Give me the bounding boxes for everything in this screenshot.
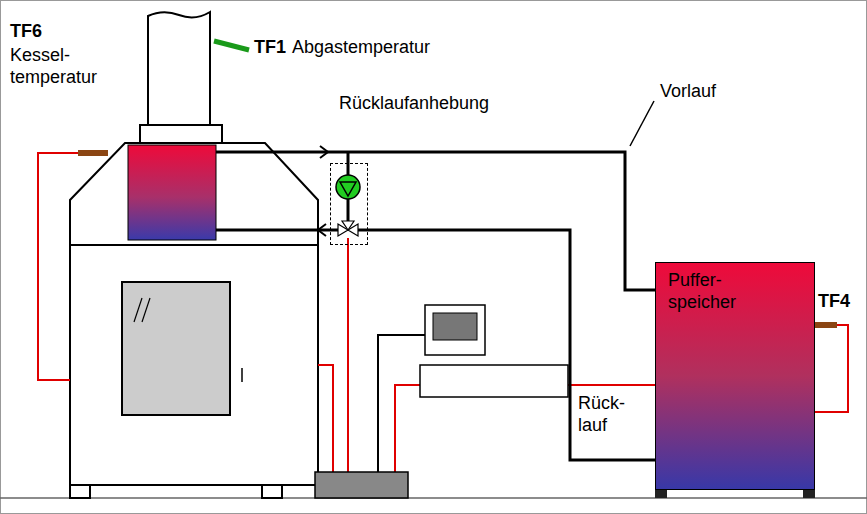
return-arrow: [318, 224, 326, 236]
boiler-foot: [262, 485, 282, 498]
pump-symbol: [336, 175, 360, 199]
boiler-foot: [70, 485, 90, 498]
glass-mark: [134, 298, 142, 322]
sensor-tf1: [214, 41, 249, 50]
control-wire: [347, 238, 349, 472]
sensor-name: TF4: [818, 290, 850, 312]
flow-pipe: [216, 152, 655, 290]
pipe-connector: [368, 230, 655, 460]
chimney-base: [140, 125, 222, 143]
return-pipe: [358, 229, 368, 232]
sensor-description: Abgastemperatur: [292, 36, 430, 58]
room-unit: [420, 365, 568, 397]
sensor-description: Kessel- temperatur: [10, 44, 97, 88]
boiler-body: [70, 245, 318, 485]
node-text: Puffer- speicher: [656, 263, 748, 319]
display-panel: [425, 305, 485, 355]
heat-exchanger: [128, 145, 216, 240]
sensor-name: TF1: [254, 36, 286, 58]
chimney: [148, 12, 210, 125]
node-text: Rücklaufanhebung: [339, 92, 489, 114]
pump-triangle: [340, 182, 356, 196]
controller-box: [315, 472, 408, 498]
flow-arrow: [320, 146, 328, 158]
tank-foot: [803, 490, 815, 498]
valve-symbol: [342, 221, 354, 230]
boiler-door: [122, 282, 230, 415]
sensor-wire: [38, 153, 78, 380]
pipe-label: Vorlauf: [660, 80, 716, 102]
sensor-name: TF6: [10, 20, 42, 42]
sensor-wire: [815, 325, 848, 412]
buffer-tank: Puffer- speicher: [655, 262, 815, 490]
pipe-label: Rück- lauf: [576, 392, 627, 436]
display-screen: [433, 313, 477, 340]
display-wire: [378, 335, 425, 472]
floor-line: [0, 497, 867, 499]
bypass-pipe: [347, 199, 350, 222]
door-handle: [241, 368, 243, 382]
dashed-group-box: Rücklaufanhebung: [330, 163, 368, 245]
sensor-tf6: [78, 150, 108, 156]
glass-mark: [142, 298, 150, 322]
tank-foot: [655, 490, 667, 498]
leader-line: [630, 101, 654, 146]
control-wire: [318, 365, 333, 472]
sensor-tf4: [815, 322, 837, 328]
